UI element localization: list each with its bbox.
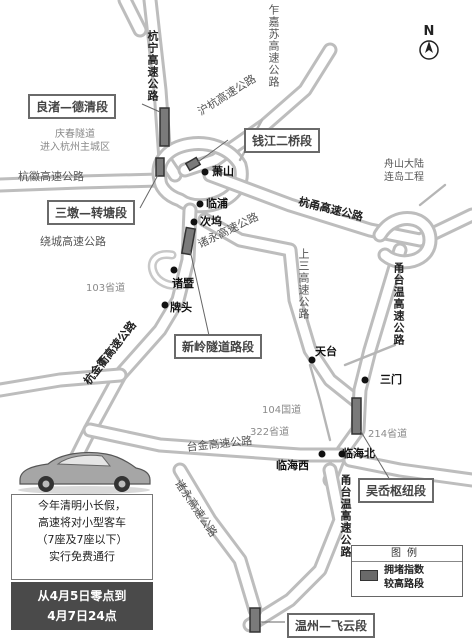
section-wenzhou-yifei: 温州—飞云段 <box>287 613 376 638</box>
dot-linhaixi <box>318 450 326 458</box>
section-wuxi-hub: 吴岙枢纽段 <box>358 478 435 503</box>
notice-line-3: （7座及7座以下） <box>36 533 128 546</box>
road-label-national-104: 104国道 <box>262 405 302 416</box>
notice-line-4: 实行免费通行 <box>49 550 115 563</box>
jam-xinling-tunnel <box>180 226 197 256</box>
north-arrow: N <box>418 24 440 61</box>
period-line-2: 4月7日24点 <box>47 609 117 623</box>
dot-paitou <box>161 301 169 309</box>
dot-sanmen <box>361 376 369 384</box>
dot-linpu <box>196 200 204 208</box>
road-label-hangning: 杭宁高速公路 <box>146 30 159 102</box>
car-illustration <box>18 451 151 494</box>
jam-qianjiang-bridge <box>184 156 202 172</box>
city-tiantai: 天台 <box>315 345 337 358</box>
leader-lines <box>139 103 391 623</box>
free-toll-period: 从4月5日零点到 4月7日24点 <box>11 582 153 630</box>
road-label-zhajiasu: 乍嘉苏高速公路 <box>267 4 280 88</box>
map-legend: 图例 拥堵指数 较高路段 <box>351 545 463 597</box>
dot-ciwu <box>190 218 198 226</box>
notice-line-1: 今年清明小长假， <box>38 499 126 512</box>
zhoushan-bridge-note: 舟山大陆 连岛工程 <box>384 159 424 183</box>
road-label-yongtaiwen-south: 甬台温高速公路 <box>339 474 352 558</box>
city-paitou: 牌头 <box>170 301 192 314</box>
city-linhaibei: 临海北 <box>342 447 375 460</box>
dot-zhuji <box>170 266 178 274</box>
road-label-provincial-214: 214省道 <box>368 429 408 440</box>
jam-liangzhu-deqing <box>159 107 170 147</box>
jam-sandun-zhuantang <box>155 157 165 177</box>
jam-wuxi-hub <box>351 397 362 435</box>
period-line-1: 从4月5日零点到 <box>37 589 127 603</box>
congested-sections <box>155 107 362 633</box>
free-toll-notice: 今年清明小长假， 高速将对小型客车 （7座及7座以下） 实行免费通行 <box>11 494 153 580</box>
city-zhuji: 诸暨 <box>172 277 194 290</box>
road-label-provincial-322: 322省道 <box>250 427 290 438</box>
dot-tiantai <box>308 356 316 364</box>
legend-title: 图例 <box>352 546 462 562</box>
dot-linhaibei <box>338 450 346 458</box>
dot-xiaoshan <box>201 168 209 176</box>
section-sandun-zhuantang: 三墩—转塘段 <box>47 200 136 225</box>
section-xinling-tunnel: 新岭隧道路段 <box>174 334 263 359</box>
legend-swatch <box>360 570 378 581</box>
city-dots <box>161 168 369 458</box>
jam-wenzhou-yifei <box>249 607 261 633</box>
notice-line-2: 高速将对小型客车 <box>38 516 126 529</box>
legend-description: 拥堵指数 较高路段 <box>384 565 424 590</box>
road-label-shangsan: 上三高速公路 <box>297 248 310 320</box>
city-sanmen: 三门 <box>380 373 402 386</box>
section-qianjiang-bridge: 钱江二桥段 <box>244 128 321 153</box>
road-label-raocheng: 绕城高速公路 <box>40 235 106 248</box>
north-label: N <box>423 24 435 39</box>
road-label-provincial-103: 103省道 <box>86 283 126 294</box>
city-xiaoshan: 萧山 <box>212 165 234 178</box>
road-label-yongtaiwen-north: 甬台温高速公路 <box>392 262 405 346</box>
qingchun-tunnel-note: 庆春隧道 进入杭州主城区 <box>40 129 110 153</box>
city-linpu: 临浦 <box>206 197 228 210</box>
city-ciwu: 次坞 <box>200 215 222 228</box>
north-arrow-icon <box>419 40 439 60</box>
section-liangzhu-deqing: 良渚—德清段 <box>28 94 117 119</box>
city-linhaixi: 临海西 <box>276 459 309 472</box>
road-label-hanghui: 杭徽高速公路 <box>18 170 84 183</box>
